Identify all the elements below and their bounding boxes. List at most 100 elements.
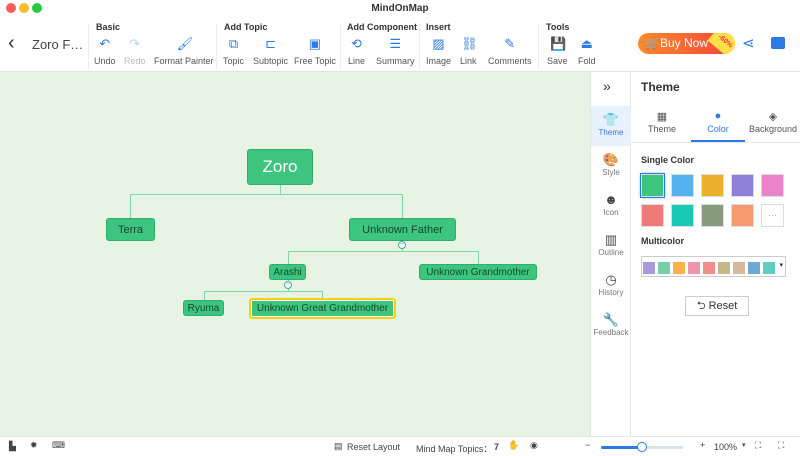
fold-button[interactable]: ⏏Fold <box>578 35 596 67</box>
topic-button[interactable]: ⧉Topic <box>223 35 244 67</box>
summary-button[interactable]: ☰Summary <box>376 35 415 67</box>
tab-color[interactable]: ●Color <box>691 110 745 142</box>
book-icon[interactable]: ▙ <box>9 441 16 451</box>
sidebar-item-style[interactable]: 🎨Style <box>591 146 631 186</box>
node-unknown-father[interactable]: Unknown Father <box>349 218 456 241</box>
color-swatch[interactable] <box>671 204 694 227</box>
save-button[interactable]: 💾Save <box>547 35 568 67</box>
node-ryuma[interactable]: Ryuma <box>183 300 224 316</box>
color-swatch[interactable] <box>761 174 784 197</box>
group-insert: Insert <box>426 22 451 32</box>
sidebar-item-icon[interactable]: ☻Icon <box>591 186 631 226</box>
status-bar: ▙ ✹ ⌨ ▤ Reset Layout Mind Map Topics： 7 … <box>0 436 800 456</box>
undo-icon: ↶ <box>99 36 111 51</box>
color-swatch[interactable] <box>701 174 724 197</box>
reset-layout-icon: ▤ <box>334 441 343 451</box>
zoom-out-button[interactable]: − <box>585 440 591 450</box>
document-title[interactable]: Zoro F… <box>32 37 84 52</box>
multicolor-swatch <box>658 262 670 274</box>
color-swatch[interactable] <box>731 204 754 227</box>
node-unknown-great-grandmother[interactable]: Unknown Great Grandmother <box>249 298 396 319</box>
line-button[interactable]: ⟲Line <box>348 35 365 67</box>
multicolor-swatch <box>733 262 745 274</box>
sidebar-item-history[interactable]: ◷History <box>591 266 631 306</box>
sidebar-label: Theme <box>598 128 624 137</box>
color-swatch[interactable] <box>671 174 694 197</box>
free-topic-icon: ▣ <box>308 36 322 51</box>
sidebar-item-outline[interactable]: ▥Outline <box>591 226 631 266</box>
divider <box>419 23 420 69</box>
color-swatch[interactable] <box>701 204 724 227</box>
root-node[interactable]: Zoro <box>247 149 313 185</box>
zoom-slider[interactable] <box>601 442 683 452</box>
node-terra[interactable]: Terra <box>106 218 155 241</box>
color-drops-icon: ● <box>714 110 722 122</box>
color-swatch[interactable] <box>731 174 754 197</box>
tab-background[interactable]: ◈Background <box>745 110 800 134</box>
zoom-slider-handle[interactable] <box>637 442 647 452</box>
node-arashi[interactable]: Arashi <box>269 264 306 280</box>
comments-label: Comments <box>488 56 532 66</box>
export-icon[interactable] <box>771 37 785 49</box>
subtopic-button[interactable]: ⊏Subtopic <box>253 35 288 67</box>
multicolor-swatch <box>748 262 760 274</box>
keyboard-icon[interactable]: ⌨ <box>52 440 65 450</box>
tab-label: Background <box>748 124 798 134</box>
reset-button[interactable]: ⮌ Reset <box>685 296 749 316</box>
tab-theme[interactable]: ▦Theme <box>635 110 689 134</box>
topics-label: Mind Map Topics： <box>416 444 493 454</box>
zoom-dropdown-icon[interactable]: ▾ <box>742 442 746 449</box>
zoom-level[interactable]: 100% <box>714 442 738 452</box>
free-topic-button[interactable]: ▣Free Topic <box>294 35 336 67</box>
link-button[interactable]: ⛓Link <box>460 35 478 67</box>
sidebar-label: Feedback <box>593 328 629 337</box>
redo-label: Redo <box>124 56 146 66</box>
divider <box>88 23 89 69</box>
redo-button[interactable]: ↷Redo <box>124 35 146 67</box>
share-icon[interactable]: ⋖ <box>742 35 755 52</box>
comments-button[interactable]: ✎Comments <box>488 35 532 67</box>
outline-icon: ▥ <box>604 232 618 247</box>
group-tools: Tools <box>546 22 570 32</box>
fit-screen-icon[interactable]: ⛶ <box>755 440 762 450</box>
back-icon[interactable]: ‹ <box>8 32 15 54</box>
close-window-button[interactable] <box>6 3 16 13</box>
format-painter-button[interactable]: 🖌Format Painter <box>154 35 214 67</box>
color-swatch[interactable] <box>641 174 664 197</box>
fold-icon: ⏏ <box>580 36 593 51</box>
color-swatch[interactable] <box>641 204 664 227</box>
more-colors-button[interactable]: ··· <box>761 204 784 227</box>
buy-now-button[interactable]: 🛒Buy Now-60% <box>638 33 735 54</box>
zoom-in-button[interactable]: + <box>700 440 706 450</box>
image-label: Image <box>426 56 452 66</box>
divider <box>216 23 217 69</box>
eye-icon[interactable]: ◉ <box>530 440 538 450</box>
bug-icon[interactable]: ✹ <box>30 440 38 450</box>
collapse-toggle[interactable]: − <box>284 281 292 289</box>
discount-badge: -60% <box>707 33 735 54</box>
mindmap-canvas[interactable]: Zoro Terra Unknown Father − Arashi − Unk… <box>0 72 590 436</box>
hand-icon[interactable]: ✋ <box>508 440 520 450</box>
wrench-icon: 🔧 <box>602 312 620 327</box>
multicolor-select[interactable]: ▾ <box>641 256 786 277</box>
sidebar-item-theme[interactable]: 👕Theme <box>591 106 631 146</box>
toolbar: ‹ Zoro F… Basic ↶Undo ↷Redo 🖌Format Pain… <box>0 18 800 72</box>
node-unknown-grandmother[interactable]: Unknown Grandmother <box>419 264 537 280</box>
sidebar-label: Outline <box>598 248 624 257</box>
undo-button[interactable]: ↶ Undo <box>94 35 116 67</box>
sidebar-item-feedback[interactable]: 🔧Feedback <box>591 306 631 346</box>
link-icon: ⛓ <box>461 36 478 51</box>
right-sidebar: » 👕Theme 🎨Style ☻Icon ▥Outline ◷History … <box>590 72 631 436</box>
collapse-toggle[interactable]: − <box>398 241 406 249</box>
cart-icon: 🛒 <box>645 36 660 50</box>
image-icon: ▨ <box>432 36 445 51</box>
minimize-window-button[interactable] <box>19 3 29 13</box>
undo-label: Undo <box>94 56 116 66</box>
reset-layout-button[interactable]: Reset Layout <box>347 442 401 452</box>
maximize-window-button[interactable] <box>32 3 42 13</box>
image-button[interactable]: ▨ Image <box>426 35 452 67</box>
multicolor-label: Multicolor <box>641 236 684 246</box>
collapse-panel-icon[interactable]: » <box>603 78 611 94</box>
fullscreen-icon[interactable]: ⛶ <box>778 440 785 450</box>
divider <box>340 23 341 69</box>
